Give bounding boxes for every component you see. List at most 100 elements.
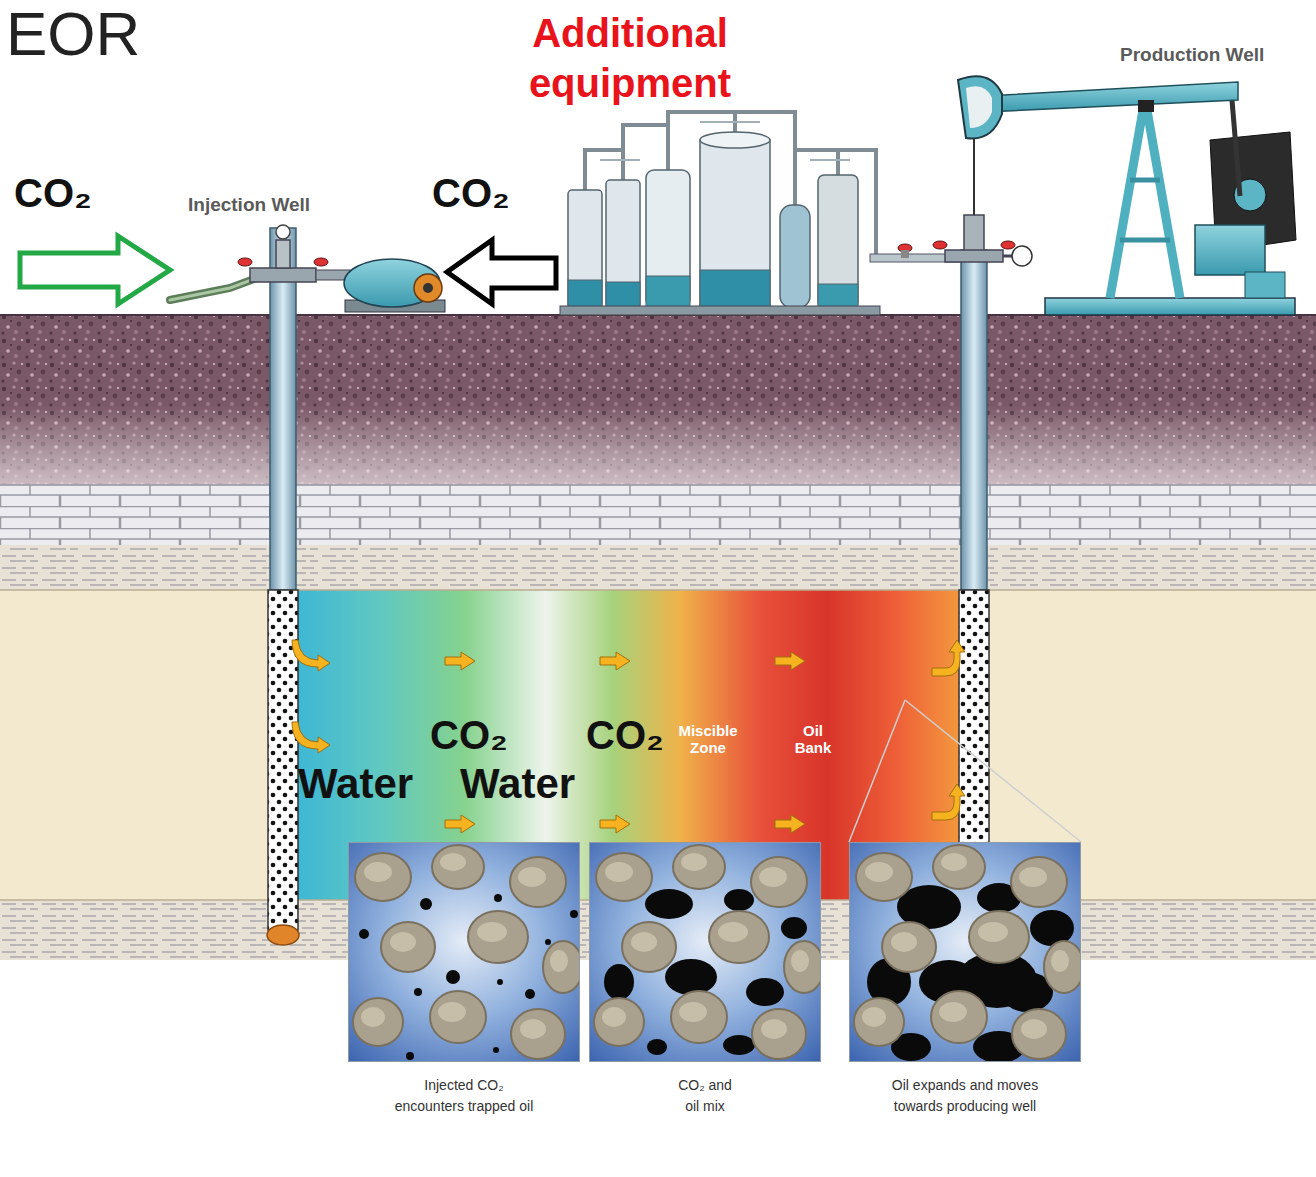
injection-well	[170, 225, 350, 945]
flow-arrows	[932, 784, 965, 820]
pump-jack	[1147, 110, 1180, 298]
processing-equipment	[700, 270, 770, 308]
pump-jack	[1130, 178, 1160, 183]
ground-layers	[0, 485, 1316, 545]
pore-inset	[724, 889, 754, 911]
pore-inset	[781, 917, 807, 939]
ground-layers	[0, 545, 1316, 590]
pore-inset	[494, 894, 502, 902]
flow-arrows	[600, 652, 630, 670]
pump-jack	[1245, 272, 1285, 298]
pump-jack	[966, 86, 992, 128]
pore-inset	[446, 970, 460, 984]
pore-inset	[723, 1035, 755, 1055]
production-well	[1003, 255, 1012, 258]
inset-caption: Injected CO₂ encounters trapped oil	[391, 1075, 537, 1117]
processing-equipment	[700, 140, 770, 308]
processing-equipment	[700, 132, 770, 148]
pore-inset	[414, 988, 422, 996]
processing-equipment	[901, 250, 909, 258]
pore-inset	[348, 842, 580, 1062]
pump-jack	[1110, 110, 1143, 298]
production-well	[973, 136, 975, 215]
gas-label: CO₂	[432, 170, 510, 216]
fluid-label: CO₂	[430, 712, 508, 758]
fluid-label: Water	[298, 760, 413, 808]
injection-well	[170, 276, 262, 300]
fluid-label: CO₂	[586, 712, 664, 758]
caption-block: CO₂ and oil mix	[674, 1075, 736, 1117]
zone-label: Miscible Zone	[670, 722, 746, 757]
co2-pump	[344, 259, 445, 312]
co2-arrow	[447, 240, 556, 304]
pore-inset	[493, 1047, 499, 1053]
processing-equipment	[606, 180, 640, 308]
inset-panel: Oil expands and moves towards producing …	[849, 842, 1081, 1062]
pore-inset	[420, 898, 432, 910]
pore-inset	[570, 910, 578, 918]
pump-jack	[958, 76, 1002, 138]
pore-inset	[746, 978, 784, 1006]
well-label: Production Well	[1120, 44, 1264, 66]
pore-inset	[545, 939, 551, 945]
pore-inset	[665, 959, 717, 995]
injection-well	[276, 240, 290, 268]
pump-jack	[1232, 100, 1240, 196]
processing-equipment	[818, 284, 858, 308]
pore-inset	[359, 929, 369, 939]
processing-equipment	[606, 282, 640, 308]
flow-arrows	[775, 652, 805, 670]
flow-arrows	[600, 815, 630, 833]
injection-well	[238, 258, 252, 266]
production-well	[964, 215, 984, 255]
caption-block: Oil expands and moves towards producing …	[887, 1075, 1043, 1117]
processing-equipment	[646, 276, 690, 308]
pore-inset	[497, 979, 503, 985]
ground-layers	[0, 589, 1316, 591]
processing-equipment	[568, 190, 602, 308]
injection-well	[250, 268, 316, 282]
injection-well	[276, 225, 290, 239]
pore-inset	[604, 964, 634, 1000]
well-label: Injection Well	[188, 194, 310, 216]
production-well	[945, 250, 1003, 262]
zoom-lines	[849, 700, 905, 842]
zone-label: Oil Bank	[788, 722, 838, 757]
flow-arrows	[932, 640, 965, 676]
pore-inset	[849, 842, 1081, 1062]
pore-inset	[647, 1039, 667, 1055]
flow-arrows	[445, 652, 475, 670]
pore-inset	[353, 845, 580, 1059]
inset-caption: CO₂ and oil mix	[674, 1075, 736, 1117]
flow-arrows	[292, 640, 330, 671]
flow-arrows	[775, 815, 805, 833]
inset-panel: Injected CO₂ encounters trapped oil	[348, 842, 580, 1062]
co2-arrow	[20, 236, 556, 304]
processing-equipment	[780, 205, 810, 308]
pump-jack	[1195, 225, 1265, 275]
processing-equipment	[646, 170, 690, 308]
pump-jack	[985, 82, 1238, 112]
processing-equipment	[560, 306, 880, 315]
pore-inset	[854, 845, 1081, 1059]
pore-inset	[594, 845, 821, 1059]
zoom-lines	[905, 700, 1081, 842]
production-well	[1012, 246, 1032, 266]
production-well	[961, 250, 987, 590]
caption-block: Injected CO₂ encounters trapped oil	[391, 1075, 537, 1117]
pump-jack	[958, 76, 1296, 315]
zoom-lines	[849, 700, 1081, 842]
flow-arrows	[292, 722, 330, 753]
fluid-label: Water	[460, 760, 575, 808]
pore-inset	[406, 1052, 414, 1060]
co2-arrow	[20, 236, 170, 304]
pump-jack	[1045, 298, 1295, 315]
processing-equipment	[568, 280, 602, 308]
inset-panel: CO₂ and oil mix	[589, 842, 821, 1062]
inset-caption: Oil expands and moves towards producing …	[887, 1075, 1043, 1117]
injection-well	[267, 925, 299, 945]
callout-text: Additional equipment	[455, 8, 805, 108]
